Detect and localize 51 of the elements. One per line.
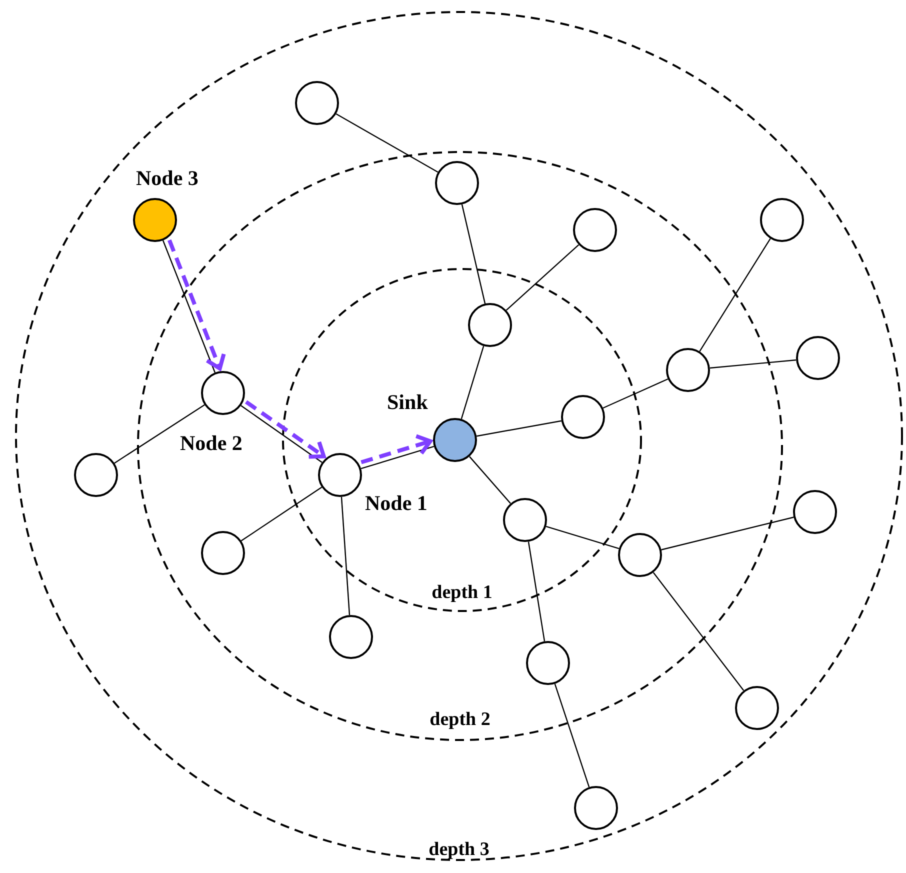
link-line bbox=[528, 542, 546, 642]
node-circle bbox=[503, 498, 547, 542]
node-circle bbox=[735, 686, 779, 730]
node-circle bbox=[201, 531, 245, 575]
link-line bbox=[340, 496, 350, 616]
depth-ring bbox=[15, 11, 903, 861]
link-line bbox=[506, 244, 580, 311]
link-line bbox=[336, 113, 438, 173]
link-line bbox=[652, 572, 744, 691]
node-circle bbox=[133, 198, 177, 242]
link-line bbox=[710, 359, 796, 369]
link-line bbox=[699, 238, 771, 352]
link-line bbox=[661, 516, 794, 550]
node-caption: Node 1 bbox=[365, 493, 428, 514]
node-circle bbox=[329, 615, 373, 659]
depth-label: depth 1 bbox=[432, 583, 492, 602]
node-circle bbox=[201, 371, 245, 415]
link-line bbox=[240, 486, 322, 542]
arrow bbox=[360, 434, 432, 464]
node-circle bbox=[796, 336, 840, 380]
depth-label: depth 3 bbox=[428, 840, 490, 859]
depth-ring bbox=[282, 268, 642, 612]
node-circle bbox=[573, 208, 617, 252]
node-caption: Node 2 bbox=[180, 433, 242, 454]
node-caption: Sink bbox=[387, 392, 428, 413]
link-line bbox=[469, 456, 511, 504]
link-line bbox=[461, 204, 486, 304]
link-line bbox=[360, 446, 434, 470]
node-circle bbox=[435, 161, 479, 205]
node-circle bbox=[793, 490, 837, 534]
link-line bbox=[546, 526, 620, 550]
node-circle bbox=[618, 533, 662, 577]
link-line bbox=[162, 240, 216, 373]
node-circle bbox=[526, 641, 570, 685]
link-line bbox=[554, 684, 590, 788]
node-circle bbox=[760, 198, 804, 242]
node-circle bbox=[433, 418, 477, 462]
node-circle bbox=[561, 395, 605, 439]
node-circle bbox=[74, 453, 118, 497]
node-circle bbox=[468, 303, 512, 347]
arrow bbox=[168, 239, 226, 370]
node-circle bbox=[574, 786, 618, 830]
link-line bbox=[476, 420, 562, 437]
link-line bbox=[460, 346, 484, 420]
node-caption: Node 3 bbox=[136, 168, 198, 189]
link-line bbox=[602, 378, 668, 409]
depth-label: depth 2 bbox=[430, 710, 490, 729]
node-circle bbox=[295, 81, 339, 125]
node-circle bbox=[318, 453, 362, 497]
link-line bbox=[114, 404, 205, 464]
node-circle bbox=[666, 348, 710, 392]
